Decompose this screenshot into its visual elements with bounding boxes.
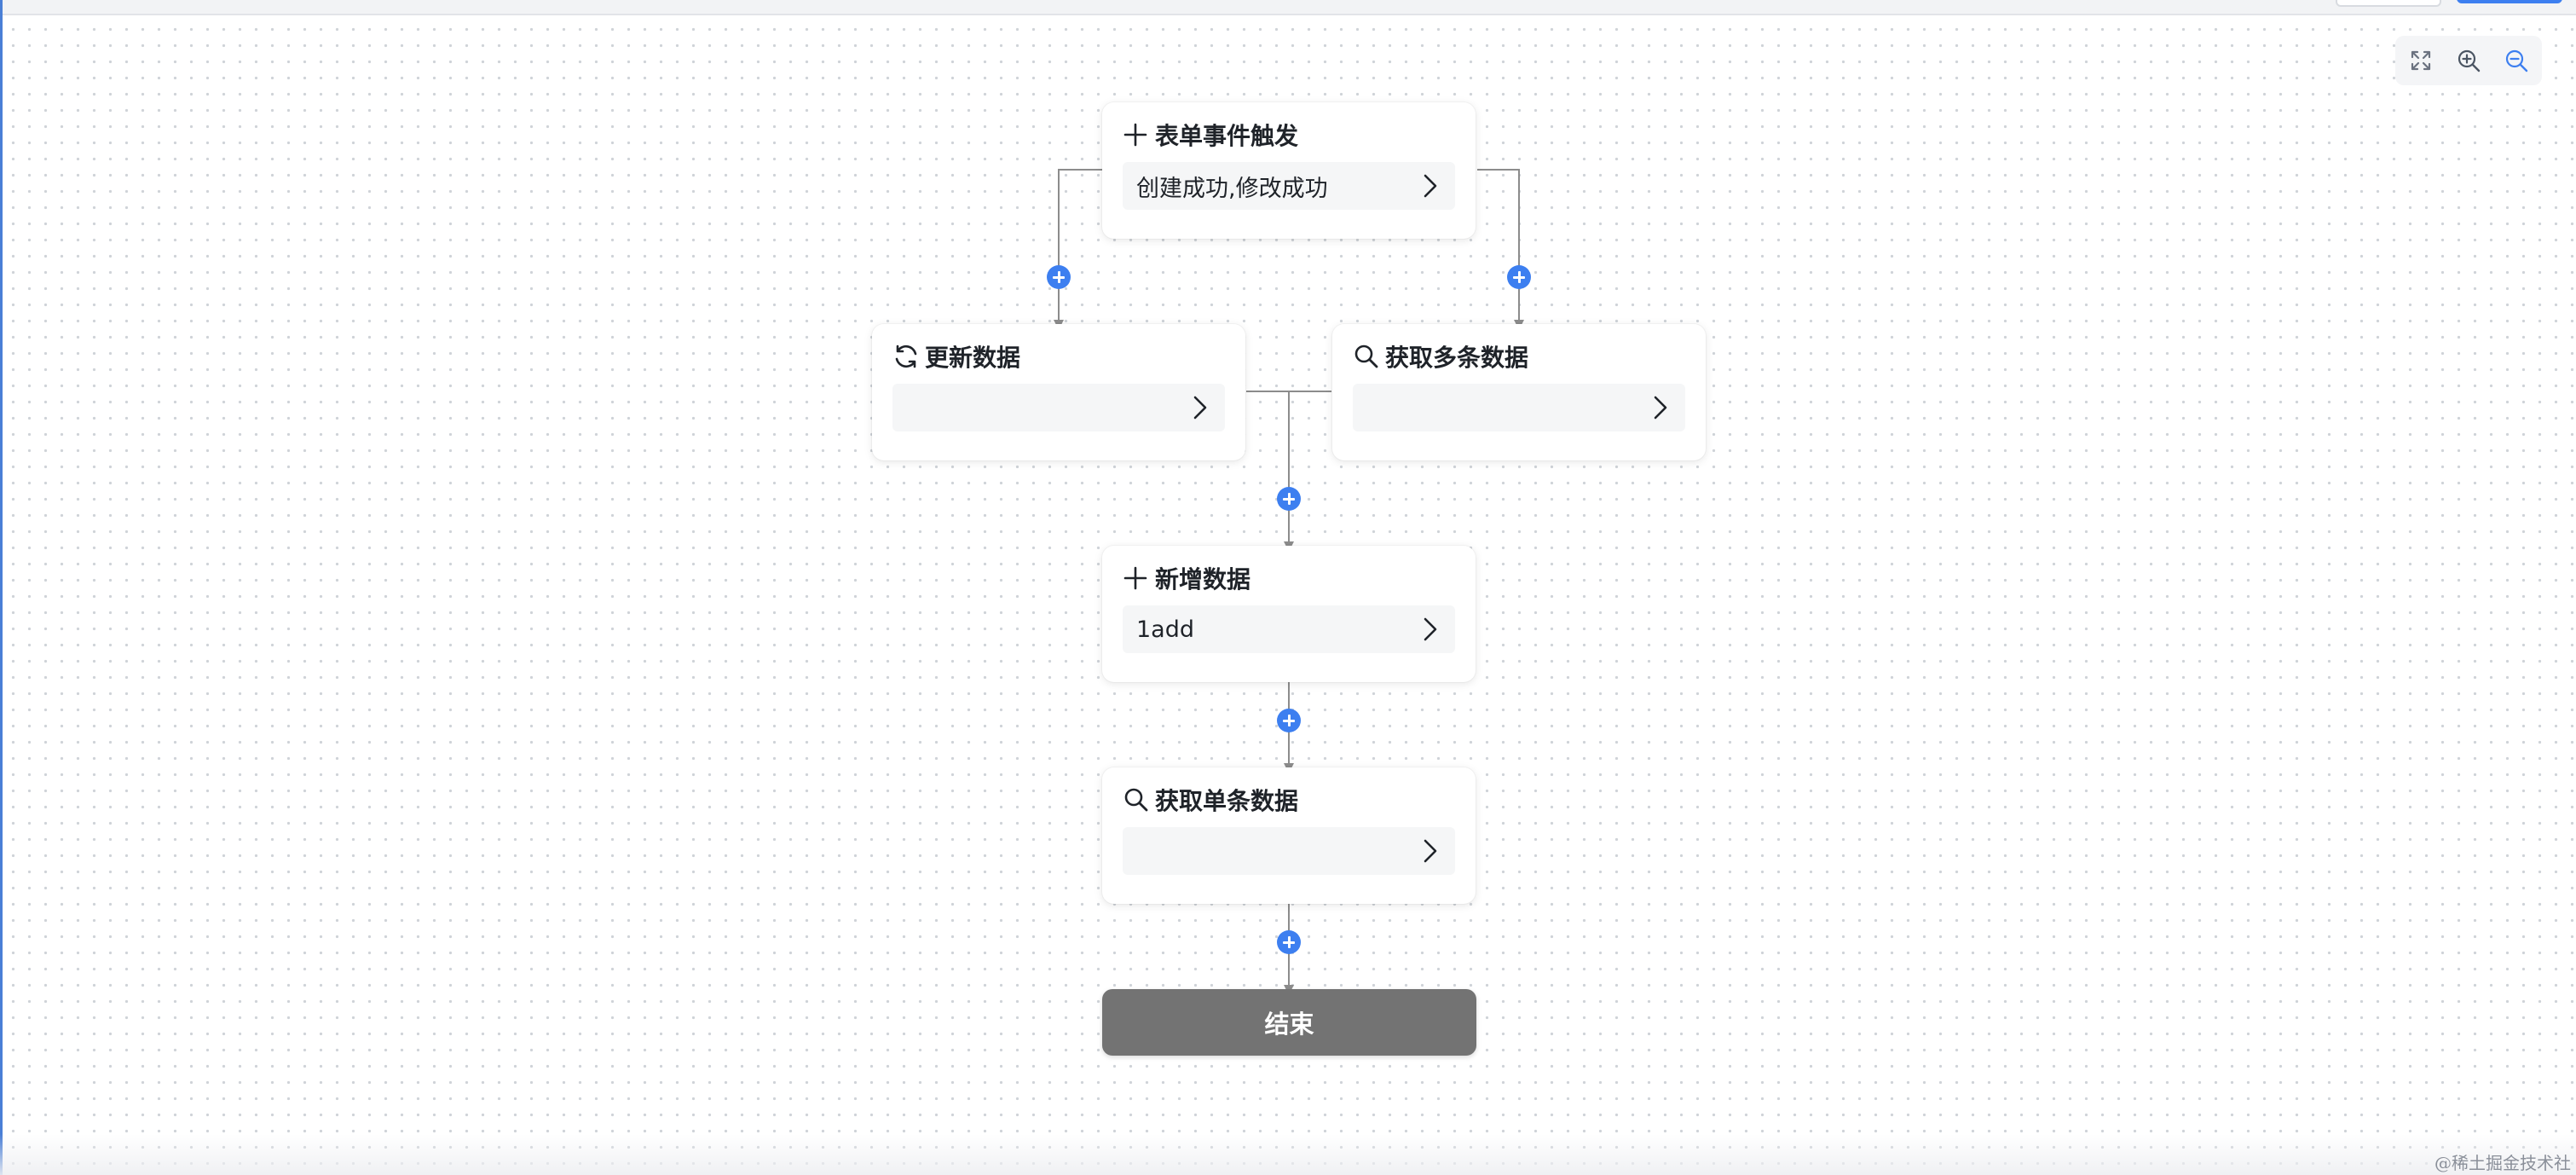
node-update-data[interactable]: 更新数据 — [872, 324, 1245, 460]
chevron-right-icon — [1191, 395, 1211, 420]
add-step-button[interactable] — [1277, 709, 1301, 732]
node-end[interactable]: 结束 — [1102, 989, 1476, 1056]
chevron-right-icon — [1651, 395, 1672, 420]
connector-trigger-update — [1054, 169, 1102, 330]
add-step-button[interactable] — [1277, 930, 1301, 954]
node-title: 新增数据 — [1155, 565, 1251, 593]
add-step-button[interactable] — [1507, 265, 1531, 289]
connector-trigger-fetch-multi — [1477, 169, 1524, 330]
node-config-field[interactable] — [1353, 384, 1685, 431]
node-title: 获取多条数据 — [1385, 344, 1529, 372]
add-step-button[interactable] — [1047, 265, 1071, 289]
top-primary-button[interactable] — [2457, 0, 2562, 3]
refresh-icon — [892, 342, 921, 371]
node-title: 获取单条数据 — [1155, 787, 1299, 815]
add-step-button[interactable] — [1277, 487, 1301, 511]
node-fetch-single[interactable]: 获取单条数据 — [1102, 767, 1476, 904]
watermark-text: @稀土掘金技术社区 — [2434, 1153, 2571, 1173]
end-node-label: 结束 — [1264, 1010, 1314, 1039]
node-fetch-multiple[interactable]: 获取多条数据 — [1332, 324, 1706, 460]
zoom-toolbar — [2395, 36, 2542, 85]
search-icon — [1353, 342, 1382, 371]
bottom-fade — [0, 1134, 2576, 1175]
left-edge-border — [0, 0, 3, 1175]
node-title: 表单事件触发 — [1155, 122, 1299, 150]
node-config-field[interactable]: 1add — [1123, 605, 1455, 653]
fit-view-icon[interactable] — [2406, 46, 2435, 75]
search-icon — [1123, 785, 1152, 814]
node-add-data[interactable]: 新增数据 1add — [1102, 546, 1476, 682]
plus-icon — [1123, 564, 1152, 593]
node-value: 1add — [1136, 616, 1195, 643]
chevron-right-icon — [1421, 616, 1441, 642]
plus-icon — [1123, 120, 1152, 149]
node-title: 更新数据 — [925, 344, 1021, 372]
top-secondary-button[interactable] — [2336, 0, 2441, 7]
chevron-right-icon — [1421, 838, 1441, 864]
node-config-field[interactable] — [1123, 827, 1455, 875]
node-trigger[interactable]: 表单事件触发 创建成功,修改成功 — [1102, 102, 1476, 239]
node-value: 创建成功,修改成功 — [1136, 175, 1328, 202]
node-config-field[interactable]: 创建成功,修改成功 — [1123, 162, 1455, 210]
top-toolbar — [0, 0, 2576, 15]
node-config-field[interactable] — [892, 384, 1225, 431]
zoom-in-icon[interactable] — [2454, 46, 2483, 75]
chevron-right-icon — [1421, 173, 1441, 199]
zoom-out-icon[interactable] — [2502, 46, 2531, 75]
